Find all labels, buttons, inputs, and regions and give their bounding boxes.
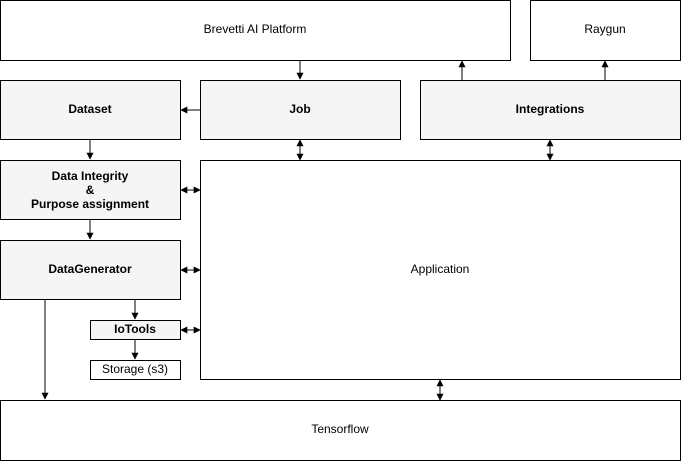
node-label: Brevetti AI Platform [204, 22, 307, 36]
node-iotools: IoTools [91, 321, 181, 340]
node-label: Job [289, 102, 310, 116]
node-label: IoTools [114, 322, 156, 336]
node-brevetti-platform: Brevetti AI Platform [1, 1, 511, 61]
node-tensorflow: Tensorflow [1, 401, 681, 461]
node-integrations: Integrations [421, 81, 681, 140]
node-label: Raygun [584, 22, 625, 36]
node-label: Application [411, 262, 470, 276]
node-label: Storage (s3) [102, 362, 168, 376]
node-label: Dataset [68, 102, 111, 116]
node-label-line-3: Purpose assignment [31, 197, 149, 211]
node-job: Job [201, 81, 401, 140]
node-label: DataGenerator [48, 262, 132, 276]
node-storage: Storage (s3) [91, 361, 181, 380]
node-label: Integrations [516, 102, 585, 116]
node-label: Tensorflow [311, 422, 369, 436]
node-datagenerator: DataGenerator [1, 241, 181, 300]
node-data-integrity: Data Integrity & Purpose assignment [1, 161, 181, 220]
node-application: Application [201, 161, 681, 380]
node-label-line-1: Data Integrity [52, 169, 129, 183]
node-dataset: Dataset [1, 81, 181, 140]
node-label-line-2: & [86, 183, 95, 197]
node-raygun: Raygun [531, 1, 681, 61]
